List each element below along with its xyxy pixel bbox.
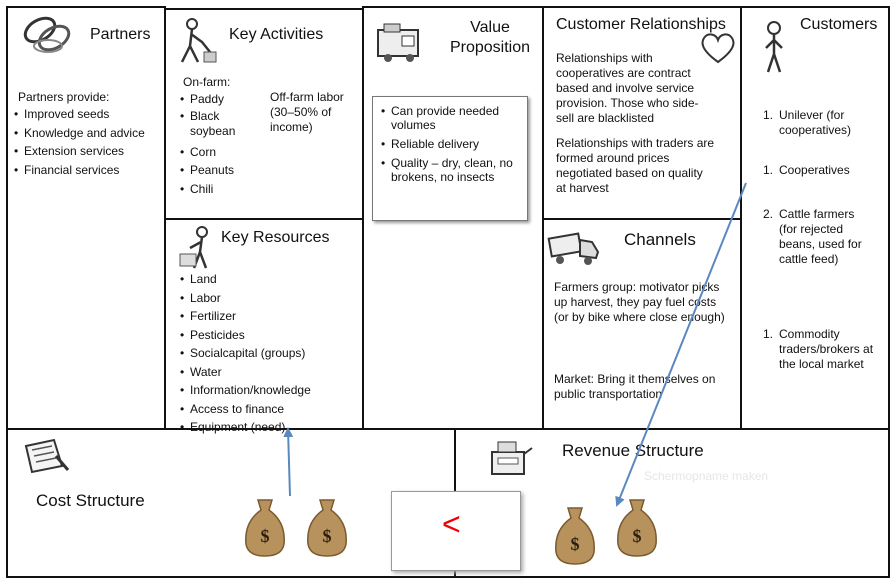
money-bag-icon: $ — [555, 507, 595, 565]
truck-icon — [547, 232, 600, 265]
svg-text:$: $ — [633, 526, 642, 546]
list-item: Equipment (need) — [180, 418, 360, 437]
customer-relationships-text-1: Relationships with cooperatives are cont… — [556, 51, 699, 125]
customer-item-text: Cooperatives — [779, 163, 850, 177]
cost-structure-title: Cost Structure — [36, 491, 145, 510]
customer-item-number: 1. — [763, 327, 774, 341]
customer-item: 1. Commodity traders/brokers at the loca… — [763, 327, 885, 372]
svg-text:$: $ — [571, 534, 580, 554]
partners-intro: Partners provide: — [18, 90, 110, 104]
channels-text-2: Market: Bring it themselves on public tr… — [554, 372, 716, 401]
farmer-resources-icon — [179, 226, 208, 269]
list-item: Fertilizer — [180, 307, 360, 326]
farmer-icon — [180, 18, 217, 63]
person-icon — [765, 21, 783, 73]
customer-item-text: Cattle farmers (for rejected beans, used… — [779, 207, 862, 266]
customer-item-number: 1. — [763, 163, 774, 177]
list-item: Chili — [180, 180, 260, 199]
list-item: Peanuts — [180, 161, 260, 180]
list-item: Access to finance — [180, 400, 360, 419]
on-farm-label: On-farm: — [183, 75, 231, 89]
customers-title: Customers — [800, 16, 878, 33]
heart-icon — [701, 33, 735, 64]
list-item: Socialcapital (groups) — [180, 344, 360, 363]
customer-item-number: 2. — [763, 207, 774, 221]
customers-box — [740, 6, 890, 430]
list-item: Can provide needed volumes — [381, 104, 521, 132]
partners-box — [6, 6, 166, 430]
key-activities-title: Key Activities — [229, 26, 324, 43]
off-farm-text: Off-farm labor (30–50% of income) — [270, 90, 344, 134]
list-item: Improved seeds — [14, 105, 164, 124]
cash-register-icon — [491, 441, 533, 475]
list-item: Labor — [180, 289, 360, 308]
key-resources-title: Key Resources — [221, 229, 330, 246]
customer-item: 1. Unilever (for cooperatives) — [763, 108, 885, 138]
cost-structure-box — [6, 428, 456, 578]
value-proposition-list: Can provide needed volumes Reliable deli… — [381, 104, 521, 184]
list-item: Financial services — [14, 161, 164, 180]
customer-relationships-text-2: Relationships with traders are formed ar… — [556, 136, 715, 195]
list-item: Water — [180, 363, 360, 382]
chain-links-icon — [23, 16, 71, 53]
partners-title: Partners — [90, 26, 151, 43]
money-bag-icon: $ — [617, 499, 657, 557]
value-proposition-card: Can provide needed volumes Reliable deli… — [372, 96, 528, 221]
money-bag-icon: $ — [307, 499, 347, 557]
list-item: Information/knowledge — [180, 381, 360, 400]
list-item: Quality – dry, clean, no brokens, no ins… — [381, 156, 521, 184]
key-resources-list: Land Labor Fertilizer Pesticides Socialc… — [180, 270, 360, 437]
customer-item: 1. Cooperatives — [763, 163, 885, 178]
partners-list: Improved seeds Knowledge and advice Exte… — [14, 105, 164, 179]
list-item: Reliable delivery — [381, 137, 521, 151]
document-icon — [24, 438, 70, 474]
money-bag-icon: $ — [245, 499, 285, 557]
customer-item: 2. Cattle farmers (for rejected beans, u… — [763, 207, 863, 267]
machine-icon — [377, 23, 419, 62]
list-item: Extension services — [14, 142, 164, 161]
customer-relationships-title: Customer Relationships — [556, 16, 726, 33]
comparison-callout: < — [391, 491, 521, 571]
screenshot-tooltip: Schermopname maken — [640, 463, 832, 489]
customer-item-text: Commodity traders/brokers at the local m… — [779, 327, 874, 371]
svg-text:$: $ — [323, 526, 332, 546]
customer-item-text: Unilever (for cooperatives) — [779, 108, 852, 137]
revenue-structure-title: Revenue Structure — [562, 441, 704, 460]
svg-text:$: $ — [261, 526, 270, 546]
list-item: Knowledge and advice — [14, 124, 164, 143]
list-item: Land — [180, 270, 360, 289]
channels-title: Channels — [624, 230, 696, 249]
less-than-symbol: < — [442, 506, 461, 542]
on-farm-list: Paddy Black soybean Corn Peanuts Chili — [180, 90, 260, 198]
list-item: Paddy — [180, 90, 260, 109]
list-item: Corn — [180, 143, 260, 162]
list-item-text: Black soybean — [190, 108, 236, 138]
list-item: Black soybean — [180, 109, 260, 139]
list-item: Pesticides — [180, 326, 360, 345]
value-proposition-title: Value Proposition — [449, 19, 531, 56]
channels-text-1: Farmers group: motivator picks up harves… — [554, 280, 725, 324]
customer-item-number: 1. — [763, 108, 774, 122]
